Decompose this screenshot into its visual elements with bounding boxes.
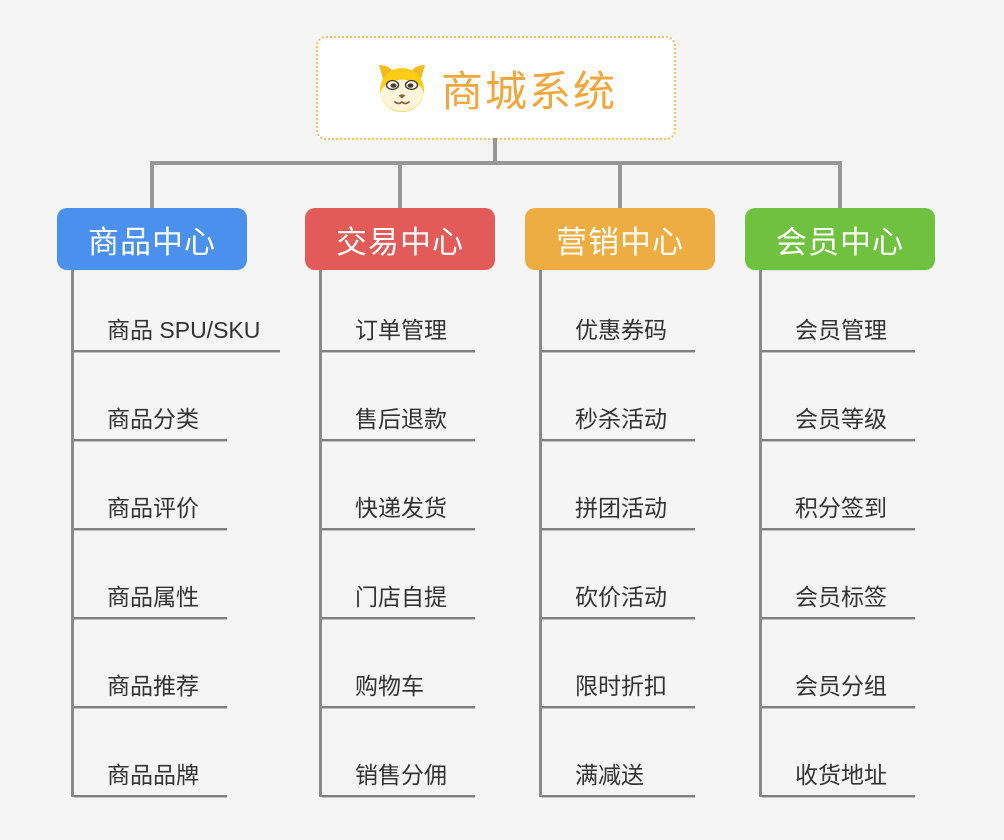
child-node[interactable]: 购物车 [322,619,475,708]
child-node[interactable]: 限时折扣 [542,619,695,708]
child-node[interactable]: 门店自提 [322,530,475,619]
dog-face-icon [375,63,429,113]
child-node[interactable]: 秒杀活动 [542,352,695,441]
child-node[interactable]: 售后退款 [322,352,475,441]
connector-drop-branch-2 [398,161,402,209]
child-node[interactable]: 满减送 [542,708,695,797]
child-node[interactable]: 会员管理 [762,270,915,352]
child-node[interactable]: 商品属性 [74,530,227,619]
branch-node-3[interactable]: 营销中心 [525,208,715,270]
branch-column-2: 交易中心 订单管理售后退款快递发货门店自提购物车销售分佣 [305,208,495,797]
child-node[interactable]: 商品分类 [74,352,227,441]
child-node[interactable]: 商品评价 [74,441,227,530]
root-node-mall-system[interactable]: 商城系统 [316,36,676,140]
child-node[interactable]: 会员分组 [762,619,915,708]
child-node[interactable]: 销售分佣 [322,708,475,797]
child-node[interactable]: 优惠券码 [542,270,695,352]
child-node[interactable]: 会员标签 [762,530,915,619]
connector-root-stub [493,138,497,164]
child-node[interactable]: 拼团活动 [542,441,695,530]
branch-node-2[interactable]: 交易中心 [305,208,495,270]
child-node[interactable]: 积分签到 [762,441,915,530]
branch-node-4[interactable]: 会员中心 [745,208,935,270]
child-node[interactable]: 收货地址 [762,708,915,797]
child-node[interactable]: 商品 SPU/SKU [74,270,281,352]
child-node[interactable]: 商品品牌 [74,708,227,797]
connector-drop-branch-3 [618,161,622,209]
child-node[interactable]: 订单管理 [322,270,475,352]
branch-column-3: 营销中心 优惠券码秒杀活动拼团活动砍价活动限时折扣满减送 [525,208,715,797]
child-node[interactable]: 会员等级 [762,352,915,441]
branch-children-list: 优惠券码秒杀活动拼团活动砍价活动限时折扣满减送 [539,270,695,797]
branch-column-4: 会员中心 会员管理会员等级积分签到会员标签会员分组收货地址 [745,208,935,797]
connector-drop-branch-4 [838,161,842,209]
child-node[interactable]: 商品推荐 [74,619,227,708]
branch-node-1[interactable]: 商品中心 [57,208,247,270]
child-node[interactable]: 快递发货 [322,441,475,530]
connector-horizontal-rail [150,161,842,165]
root-node-title: 商城系统 [440,67,617,115]
child-node[interactable]: 砍价活动 [542,530,695,619]
connector-drop-branch-1 [150,161,154,209]
branch-children-list: 订单管理售后退款快递发货门店自提购物车销售分佣 [319,270,475,797]
branch-children-list: 会员管理会员等级积分签到会员标签会员分组收货地址 [759,270,915,797]
